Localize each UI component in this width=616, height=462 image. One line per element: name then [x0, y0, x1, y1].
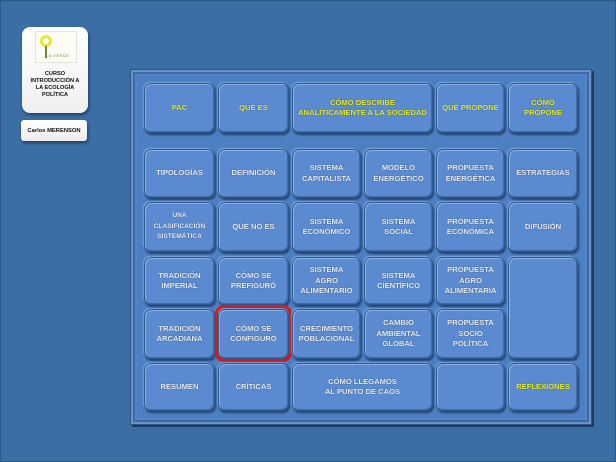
definicion-button[interactable]: DEFINICIÓN [218, 149, 289, 198]
tradicion-imperial-button[interactable]: TRADICIÓN IMPERIAL [144, 257, 215, 305]
sistema-economico-button[interactable]: SISTEMA ECONÓMICO [292, 202, 361, 252]
como-se-prefiguro-button[interactable]: CÓMO SE PREFIGURÓ [218, 257, 289, 305]
criticas-button[interactable]: CRÍTICAS [218, 363, 289, 411]
estrategias-button[interactable]: ESTRATEGIAS [508, 149, 578, 198]
propuesta-energetica-button[interactable]: PROPUESTA ENERGÉTICA [436, 149, 505, 198]
que-es-button[interactable]: QUÉ ES [218, 83, 289, 133]
author-label: Carlos MERENSON [21, 120, 87, 141]
sistema-capitalista-button[interactable]: SISTEMA CAPITALISTA [292, 149, 361, 198]
sistema-social-button[interactable]: SISTEMA SOCIAL [364, 202, 433, 252]
sistema-cientifico-button[interactable]: SISTEMA CIENTÍFICO [364, 257, 433, 305]
que-propone-button[interactable]: QUÉ PROPONE [436, 83, 505, 133]
empty-tall-button[interactable] [508, 257, 578, 359]
propuesta-agroalimentaria-button[interactable]: PROPUESTA AGRO ALIMENTARIA [436, 257, 505, 305]
modelo-energetico-button[interactable]: MODELO ENERGÉTICO [364, 149, 433, 198]
difusion-button[interactable]: DIFUSIÓN [508, 202, 578, 252]
la-verde-logo-icon: LA VERDE [35, 31, 77, 63]
que-no-es-button[interactable]: QUÉ NO ES [218, 202, 289, 252]
como-llegamos-button[interactable]: CÓMO LLEGAMOS AL PUNTO DE CAOS [292, 363, 433, 411]
crecimiento-poblacional-button[interactable]: CRECIMIENTO POBLACIONAL [292, 309, 361, 359]
cambio-ambiental-global-button[interactable]: CAMBIO AMBIENTAL GLOBAL [364, 309, 433, 359]
como-propone-button[interactable]: CÓMO PROPONE [508, 83, 578, 133]
empty-button[interactable] [436, 363, 505, 411]
propuesta-sociopolitica-button[interactable]: PROPUESTA SOCIO POLÍTICA [436, 309, 505, 359]
pac-button[interactable]: PAC [144, 83, 215, 133]
resumen-button[interactable]: RESUMEN [144, 363, 215, 411]
clasificacion-sistematica-button[interactable]: UNA CLASIFICACIÓN SISTEMÁTICA [144, 202, 215, 252]
course-title: CURSO INTRODUCCIÓN A LA ECOLOGÍA POLÍTIC… [30, 71, 80, 98]
reflexiones-button[interactable]: REFLEXIONES [508, 363, 578, 411]
como-se-configuro-button[interactable]: CÓMO SE CONFIGURÓ [218, 309, 289, 359]
tipologias-button[interactable]: TIPOLOGÍAS [144, 149, 215, 198]
tradicion-arcadiana-button[interactable]: TRADICIÓN ARCADIANA [144, 309, 215, 359]
sistema-agroalimentario-button[interactable]: SISTEMA AGRO ALIMENTARIO [292, 257, 361, 305]
course-card: LA VERDE CURSO INTRODUCCIÓN A LA ECOLOGÍ… [22, 27, 88, 113]
como-describe-button[interactable]: CÓMO DESCRIBE ANALÍTICAMENTE A LA SOCIED… [292, 83, 433, 133]
propuesta-economica-button[interactable]: PROPUESTA ECONÓMICA [436, 202, 505, 252]
